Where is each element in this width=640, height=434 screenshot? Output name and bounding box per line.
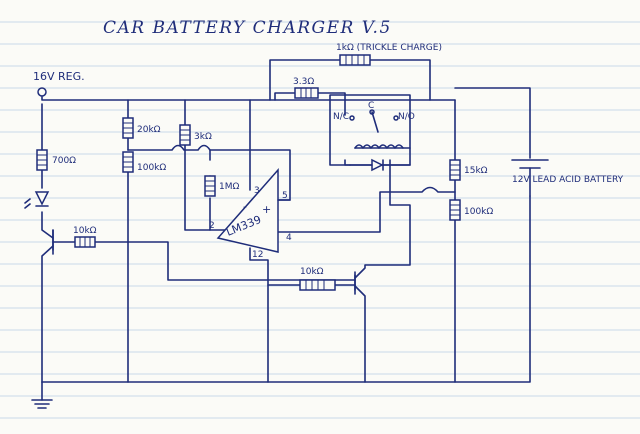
label-r-700: 700Ω <box>52 156 76 166</box>
label-r-10k-lower: 10kΩ <box>300 267 324 277</box>
resistor-20k <box>122 117 134 139</box>
label-r-100k-right: 100kΩ <box>464 207 493 217</box>
label-plus: + <box>262 203 271 216</box>
label-pin12: 12 <box>252 250 263 260</box>
resistor-100k-left <box>122 151 134 173</box>
resistor-1m <box>204 175 216 197</box>
resistor-10k-base <box>74 236 96 248</box>
label-supply: 16V REG. <box>33 70 85 83</box>
label-pin5: 5 <box>282 191 288 201</box>
label-r-15k: 15kΩ <box>464 166 488 176</box>
label-r-1m: 1MΩ <box>219 182 239 192</box>
wires <box>41 59 531 383</box>
label-r-3k: 3kΩ <box>194 132 212 142</box>
lm339-comparator <box>216 168 291 253</box>
resistor-15k <box>449 159 461 181</box>
label-pin2: 2 <box>209 221 215 231</box>
paper-lines <box>0 21 640 419</box>
resistor-1k-trickle <box>339 54 371 66</box>
resistor-3k <box>179 124 191 146</box>
led-icon <box>24 191 50 209</box>
diode-icon <box>349 158 411 172</box>
label-relay-c: C <box>368 101 374 111</box>
title: CAR BATTERY CHARGER V.5 <box>103 18 392 38</box>
resistor-3r3 <box>294 87 319 99</box>
label-relay-nc: N/C <box>333 112 349 122</box>
relay <box>349 109 404 149</box>
resistor-10k-lower <box>299 279 336 291</box>
label-r-100k-left: 100kΩ <box>137 163 166 173</box>
label-r-20k: 20kΩ <box>137 125 161 135</box>
label-r-10k-base: 10kΩ <box>73 226 97 236</box>
resistor-100k-right <box>449 199 461 221</box>
battery-icon <box>511 159 549 197</box>
label-r-1k-trickle: 1kΩ (TRICKLE CHARGE) <box>336 43 442 53</box>
label-pin3: 3 <box>254 186 260 196</box>
label-pin4: 4 <box>286 233 292 243</box>
label-minus: - <box>243 200 247 213</box>
ground-icon <box>31 381 53 409</box>
label-r-3r3: 3.3Ω <box>293 77 314 87</box>
resistor-700 <box>36 149 48 171</box>
label-relay-no: N/O <box>398 112 415 122</box>
supply-terminal-icon <box>37 87 47 97</box>
label-battery: 12V LEAD ACID BATTERY <box>512 175 624 185</box>
relay-coil-icon <box>354 144 404 149</box>
